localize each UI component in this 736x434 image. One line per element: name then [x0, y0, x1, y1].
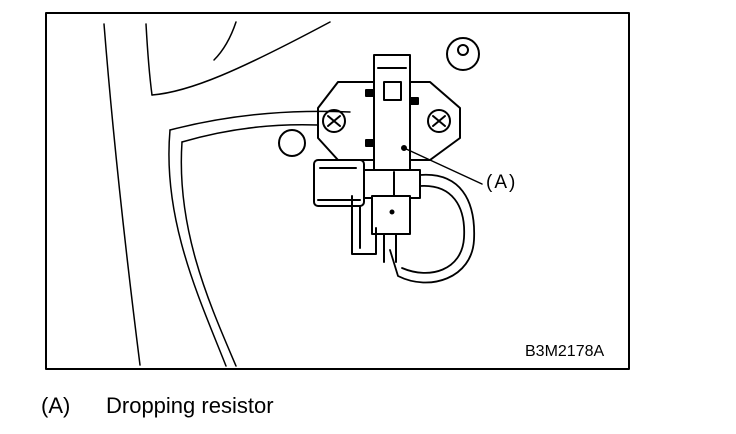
resistor-lower-tab: [351, 195, 377, 255]
body-panel-outline: [103, 21, 351, 367]
caption-text: Dropping resistor: [106, 393, 274, 418]
caption-key: (A): [41, 393, 71, 418]
connector-housing: [363, 169, 421, 199]
wire-harness-loop: [389, 174, 475, 284]
callout-label: (A): [486, 172, 518, 193]
callout-leader-line: [403, 147, 483, 185]
resistor-mark: [365, 89, 375, 97]
panel-hole-large-inner: [457, 44, 469, 56]
bolt-icon-left: [322, 109, 346, 133]
resistor-top-slot: [383, 81, 402, 101]
resistor-lower-block: [371, 195, 411, 235]
resistor-mark: [365, 139, 375, 147]
bolt-icon-right: [427, 109, 451, 133]
panel-hole-small: [278, 129, 306, 157]
figure-frame: [45, 12, 630, 370]
resistor-mark: [409, 97, 419, 105]
harness-plug: [313, 159, 365, 207]
figure-code: B3M2178A: [525, 343, 605, 360]
wire-harness-loop-inner: [401, 185, 466, 274]
panel-hole-large: [446, 37, 480, 71]
